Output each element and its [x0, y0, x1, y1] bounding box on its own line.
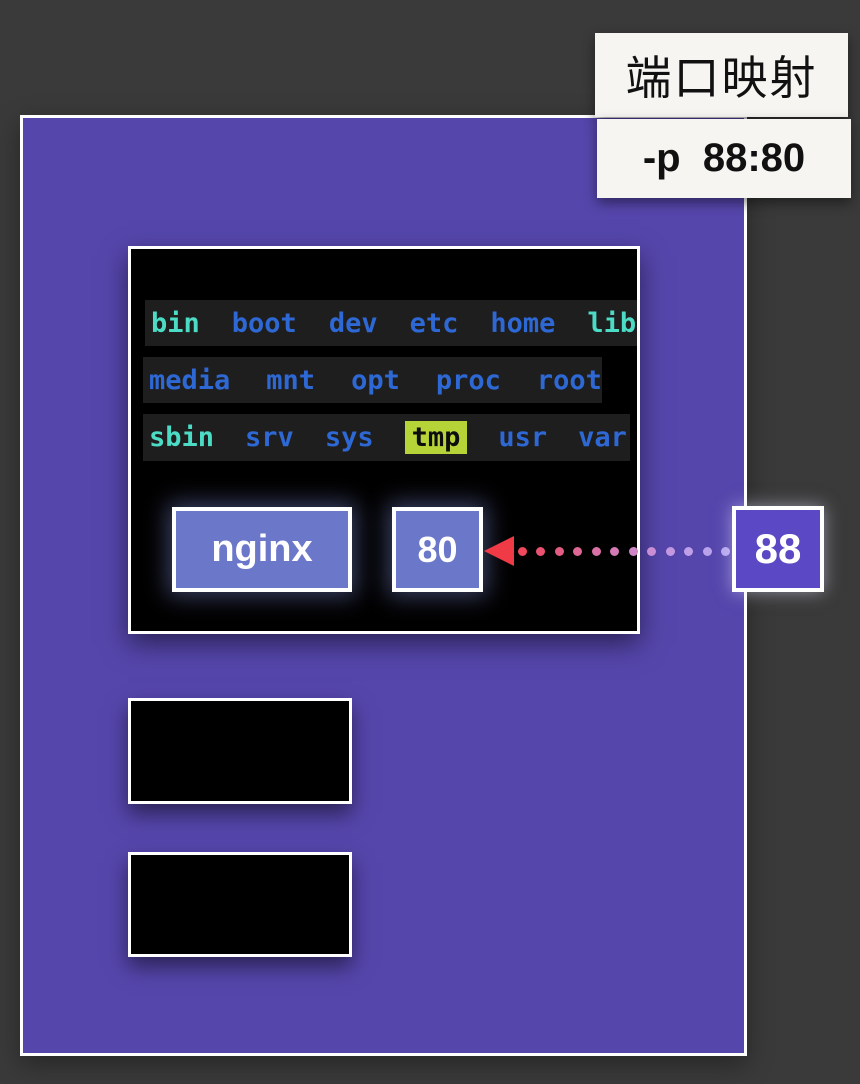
- host-port-box: 88: [732, 506, 824, 592]
- arrow-dot: [591, 546, 601, 556]
- dir-root: root: [536, 364, 602, 396]
- empty-box-1: [128, 698, 352, 804]
- dir-home: home: [490, 307, 556, 339]
- arrow-dot: [610, 546, 620, 556]
- dir-boot: boot: [231, 307, 297, 339]
- dir-etc: etc: [409, 307, 459, 339]
- arrow-dot: [702, 546, 712, 556]
- arrow-dot: [647, 546, 657, 556]
- port-mapping-command-card: -p 88:80: [597, 119, 851, 198]
- dir-srv: srv: [245, 422, 294, 453]
- arrow-dot: [665, 546, 675, 556]
- dotted-line: [518, 546, 730, 556]
- dir-bin: bin: [151, 307, 200, 339]
- arrow-dot: [628, 546, 638, 556]
- dir-sys: sys: [324, 422, 374, 453]
- fs-row-2: media mnt opt proc root: [143, 357, 602, 403]
- arrow-dot: [518, 546, 527, 556]
- dir-lib: lib: [587, 307, 637, 339]
- dir-mnt: mnt: [266, 364, 316, 396]
- dir-usr: usr: [498, 422, 548, 453]
- empty-box-2: [128, 852, 352, 957]
- nginx-service-box: nginx: [172, 507, 352, 592]
- port-mapping-title-card: 端口映射: [595, 33, 848, 117]
- dir-proc: proc: [435, 364, 501, 396]
- fs-row-3: sbin srv sys tmp usr var: [143, 414, 630, 461]
- container-port-box: 80: [392, 507, 483, 592]
- arrow-dot: [554, 546, 564, 556]
- arrow-dot: [720, 546, 730, 556]
- fs-row-1: bin boot dev etc home lib: [145, 300, 637, 346]
- arrow-dot: [684, 546, 694, 556]
- arrow-dot: [573, 546, 583, 556]
- dir-sbin: sbin: [149, 422, 215, 453]
- arrow-dot: [536, 546, 546, 556]
- red-arrowhead-icon: [484, 536, 514, 566]
- dir-var: var: [578, 422, 627, 453]
- dir-media: media: [149, 364, 231, 396]
- dir-dev: dev: [328, 307, 378, 339]
- dir-opt: opt: [351, 364, 400, 396]
- dir-tmp-highlighted: tmp: [404, 421, 468, 454]
